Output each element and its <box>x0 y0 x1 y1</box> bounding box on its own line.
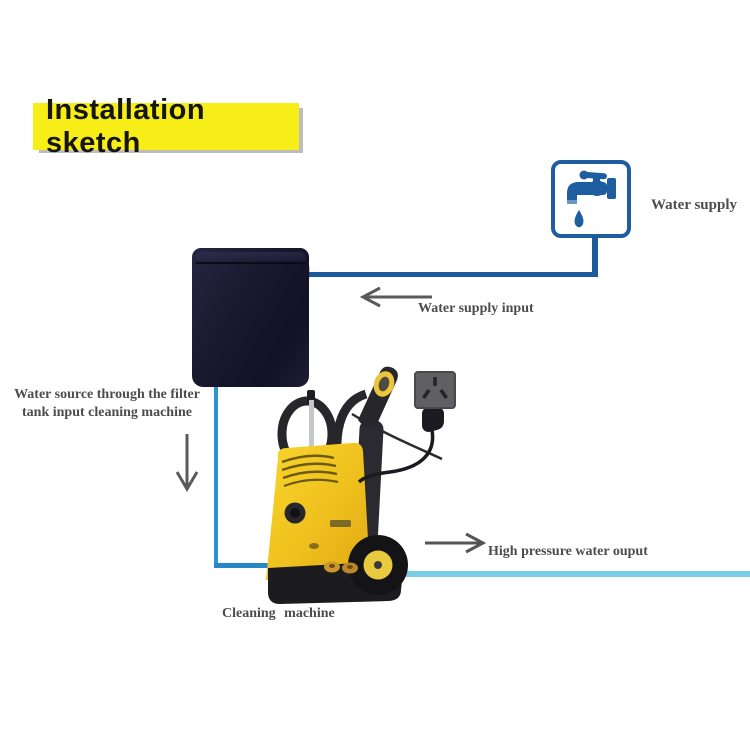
water-supply-input-label: Water supply input <box>418 301 534 316</box>
pipe-high-pressure-output <box>294 571 750 577</box>
filter-note-line1: Water source through the filter <box>14 387 200 402</box>
high-pressure-output-label: High pressure water ouput <box>488 544 648 559</box>
pipe-tank-to-machine-horizontal <box>214 563 314 568</box>
pipe-tank-to-machine-vertical <box>214 386 218 567</box>
title-banner: Installation sketch <box>33 94 299 159</box>
cleaning-machine-label: Cleaning machine <box>222 606 335 621</box>
wall-socket-icon <box>414 371 456 409</box>
filter-tank <box>192 248 309 387</box>
pipe-supply-horizontal <box>306 272 598 277</box>
arrow-down-icon <box>175 434 199 492</box>
filter-note-line2: tank input cleaning machine <box>22 404 192 420</box>
water-supply-label: Water supply <box>651 197 737 213</box>
pipe-supply-vertical <box>592 236 598 277</box>
water-supply-box <box>551 160 631 238</box>
cleaning-machine-illustration <box>266 366 444 604</box>
machine-body <box>266 442 370 580</box>
faucet-with-drop-icon <box>567 170 616 228</box>
power-cord <box>357 429 435 484</box>
arrow-right-icon <box>425 532 487 554</box>
arrow-left-icon <box>359 286 432 308</box>
filter-tank-lid <box>195 252 306 264</box>
page-title: Installation sketch <box>46 93 206 159</box>
filter-note-label: Water source through the filter tank inp… <box>8 386 206 422</box>
